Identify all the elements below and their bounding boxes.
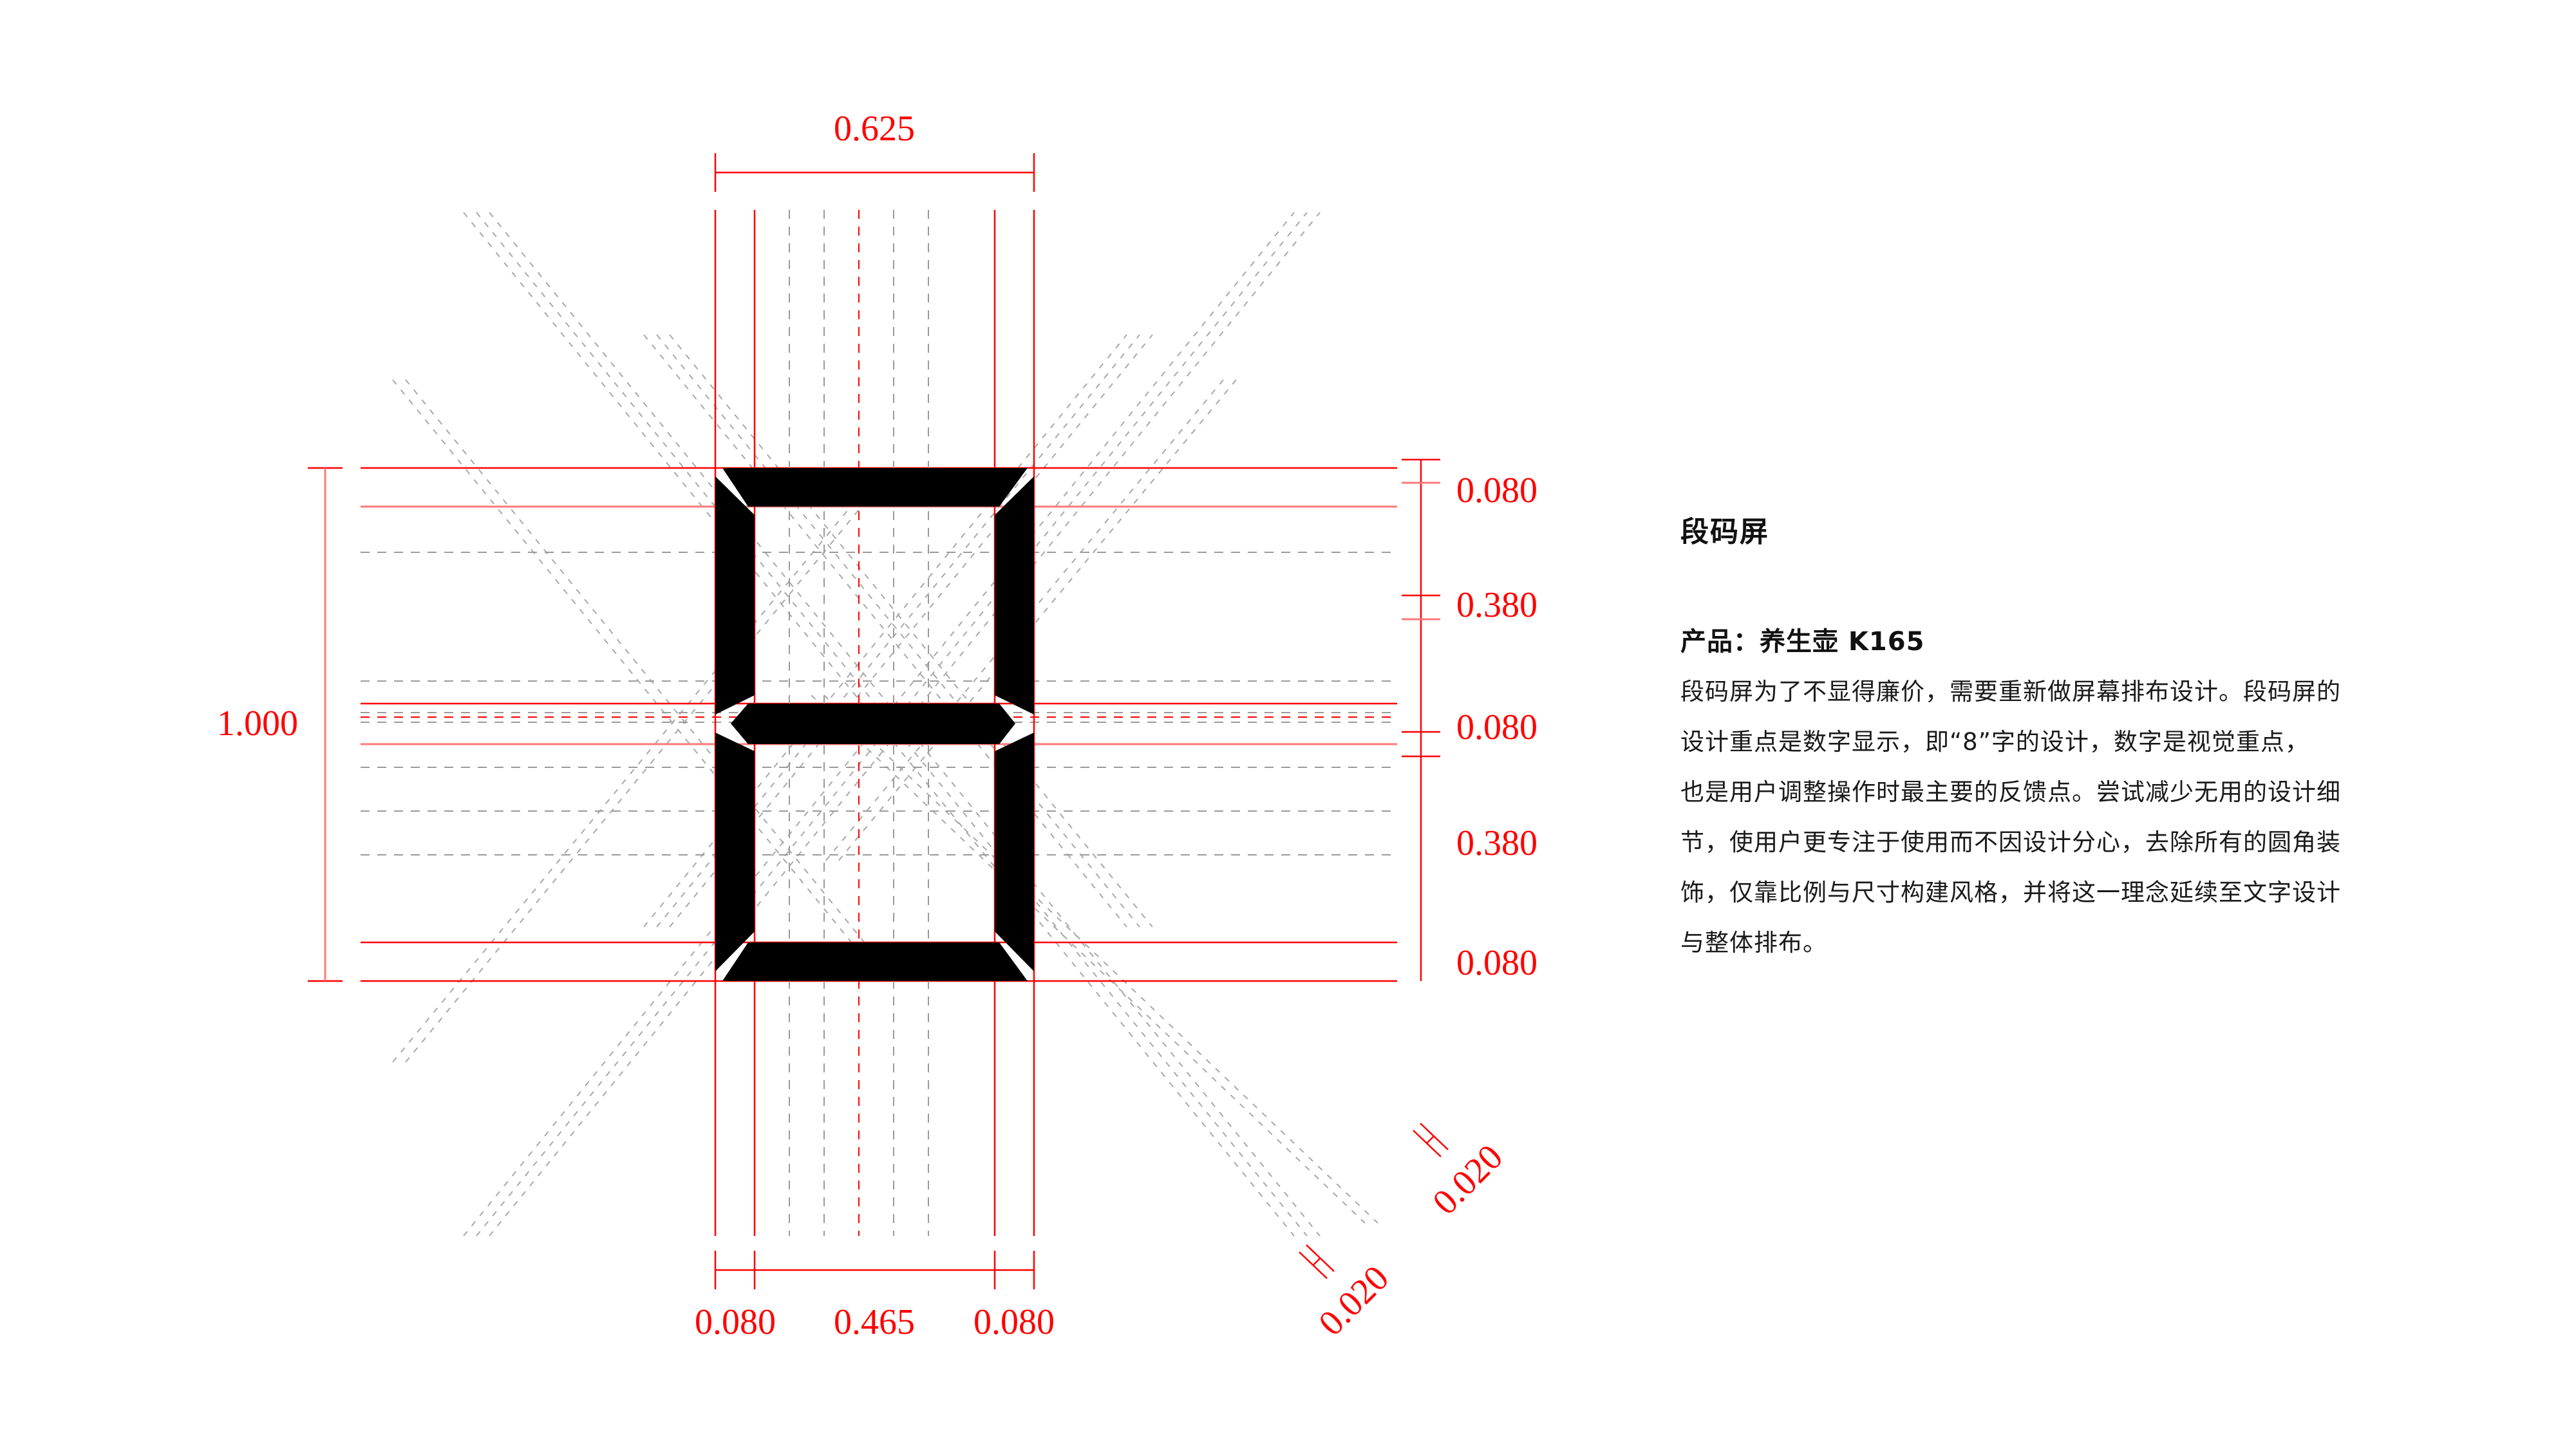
segment-middle xyxy=(731,704,1015,744)
label-total-width: 0.625 xyxy=(834,109,915,149)
description-line: 饰，仅靠比例与尺寸构建风格，并将这一理念延续至文字设计 xyxy=(1680,879,2341,906)
vertical-guide-lines xyxy=(714,210,1035,1236)
dimension-gap-upper: 0.020 xyxy=(1413,1123,1510,1222)
segment-bottom xyxy=(722,942,1028,981)
description-line: 设计重点是数字显示，即“8”字的设计，数字是视觉重点， xyxy=(1680,728,2309,756)
description-paragraph: 段码屏为了不显得廉价，需要重新做屏幕排布设计。段码屏的 设计重点是数字显示，即“… xyxy=(1680,667,2421,968)
segment-upper-left xyxy=(715,476,755,715)
segment-upper-right xyxy=(995,476,1034,715)
label-right-2: 0.080 xyxy=(1456,707,1537,747)
description-line: 节，使用户更专注于使用而不因设计分心，去除所有的圆角装 xyxy=(1680,828,2341,856)
dimension-total-width: 0.625 xyxy=(714,109,1035,192)
segment-top xyxy=(722,468,1028,507)
description-line: 段码屏为了不显得廉价，需要重新做屏幕排布设计。段码屏的 xyxy=(1680,678,2341,706)
label-right-1: 0.380 xyxy=(1456,585,1537,625)
label-gap-lower: 0.020 xyxy=(1311,1258,1396,1343)
section-title: 段码屏 xyxy=(1680,516,1769,548)
dimension-bottom-chain: 0.080 0.465 0.080 xyxy=(695,1251,1055,1342)
label-bottom-0: 0.080 xyxy=(695,1302,776,1342)
description-line: 也是用户调整操作时最主要的反馈点。尝试减少无用的设计细 xyxy=(1680,778,2341,806)
label-total-height: 1.000 xyxy=(217,704,298,743)
digit-eight xyxy=(715,468,1034,981)
segment-lower-right xyxy=(995,733,1034,971)
dimension-right-chain: 0.080 0.380 0.080 0.380 0.080 xyxy=(1402,458,1537,983)
description-panel: 段码屏 产品：养生壶 K165 段码屏为了不显得廉价，需要重新做屏幕排布设计。段… xyxy=(1680,509,2421,968)
label-right-0: 0.080 xyxy=(1456,471,1537,510)
dimension-total-height: 1.000 xyxy=(217,467,343,982)
label-gap-upper: 0.020 xyxy=(1425,1137,1510,1222)
label-right-4: 0.080 xyxy=(1456,943,1537,983)
description-line: 与整体排布。 xyxy=(1680,929,1827,957)
product-line: 产品：养生壶 K165 xyxy=(1680,627,1925,657)
label-bottom-2: 0.080 xyxy=(973,1302,1055,1342)
label-bottom-1: 0.465 xyxy=(834,1302,915,1342)
dimension-gap-lower: 0.020 xyxy=(1299,1244,1396,1343)
segment-lower-left xyxy=(715,733,755,971)
label-right-3: 0.380 xyxy=(1456,823,1537,863)
